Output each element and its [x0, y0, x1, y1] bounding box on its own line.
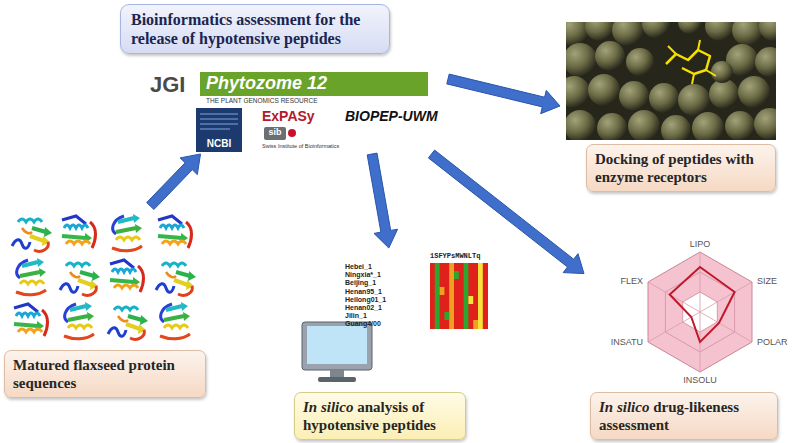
logo-text: NCBI [207, 138, 231, 150]
sequence-name: Beijing_1 [345, 279, 376, 287]
logo-text: BIOPEP-UWM [345, 108, 438, 124]
axis-label: LIPO [690, 239, 711, 249]
axis-label: FLEX [620, 276, 643, 286]
docking-image [558, 10, 789, 145]
logo-text: JGI [150, 72, 185, 97]
axis-label: INSOLU [683, 375, 717, 385]
druglike-panel: In silico drug-likeness assessment [584, 232, 780, 440]
radar-chart [648, 252, 752, 372]
axis-label: SIZE [757, 276, 777, 286]
alignment-image [430, 263, 488, 329]
sequence-name: Jilin_1 [345, 312, 367, 320]
caption-box: Docking of peptides with enzyme receptor… [586, 144, 776, 192]
title-box: Bioinformatics assessment for the releas… [120, 4, 390, 54]
logo-tagline: Swiss Institute of Bioinformatics [262, 143, 339, 149]
block-arrow [447, 74, 560, 114]
analysis-panel: In silico analysis of hypotensive peptid… [288, 248, 498, 440]
logo-tagline: THE PLANT GENOMICS RESOURCE [206, 97, 317, 104]
logo-text: Phytozome 12 [206, 73, 327, 94]
sequence-name: Henan02_1 [345, 304, 382, 312]
caption-box: Matured flaxseed protein sequences [4, 350, 206, 398]
block-arrow [147, 154, 201, 210]
protein-structures [12, 214, 196, 339]
block-arrow [367, 153, 397, 248]
sequence-name: Ningxia*_1 [345, 271, 381, 279]
block-arrow [428, 150, 584, 274]
sequence-name: Guang4/00 [345, 320, 381, 328]
sequence-name: Henan95_1 [345, 288, 382, 296]
source-panel: Matured flaxseed protein sequences [4, 206, 210, 398]
logo-text: ExPASy [262, 108, 315, 124]
caption-box: In silico drug-likeness assessment [590, 392, 778, 440]
docking-panel: Docking of peptides with enzyme receptor… [560, 20, 780, 192]
sequence-header: 1SFYPsMWNLTq [430, 252, 480, 260]
computer-icon [302, 322, 372, 382]
caption-box: In silico analysis of hypotensive peptid… [294, 392, 466, 440]
logo-text: sib [268, 127, 281, 137]
sequence-name: Hebei_1 [345, 263, 372, 271]
axis-label: INSATU [611, 337, 643, 347]
axis-label: POLAR [757, 337, 788, 347]
sequence-name: Heilong01_1 [345, 296, 386, 304]
